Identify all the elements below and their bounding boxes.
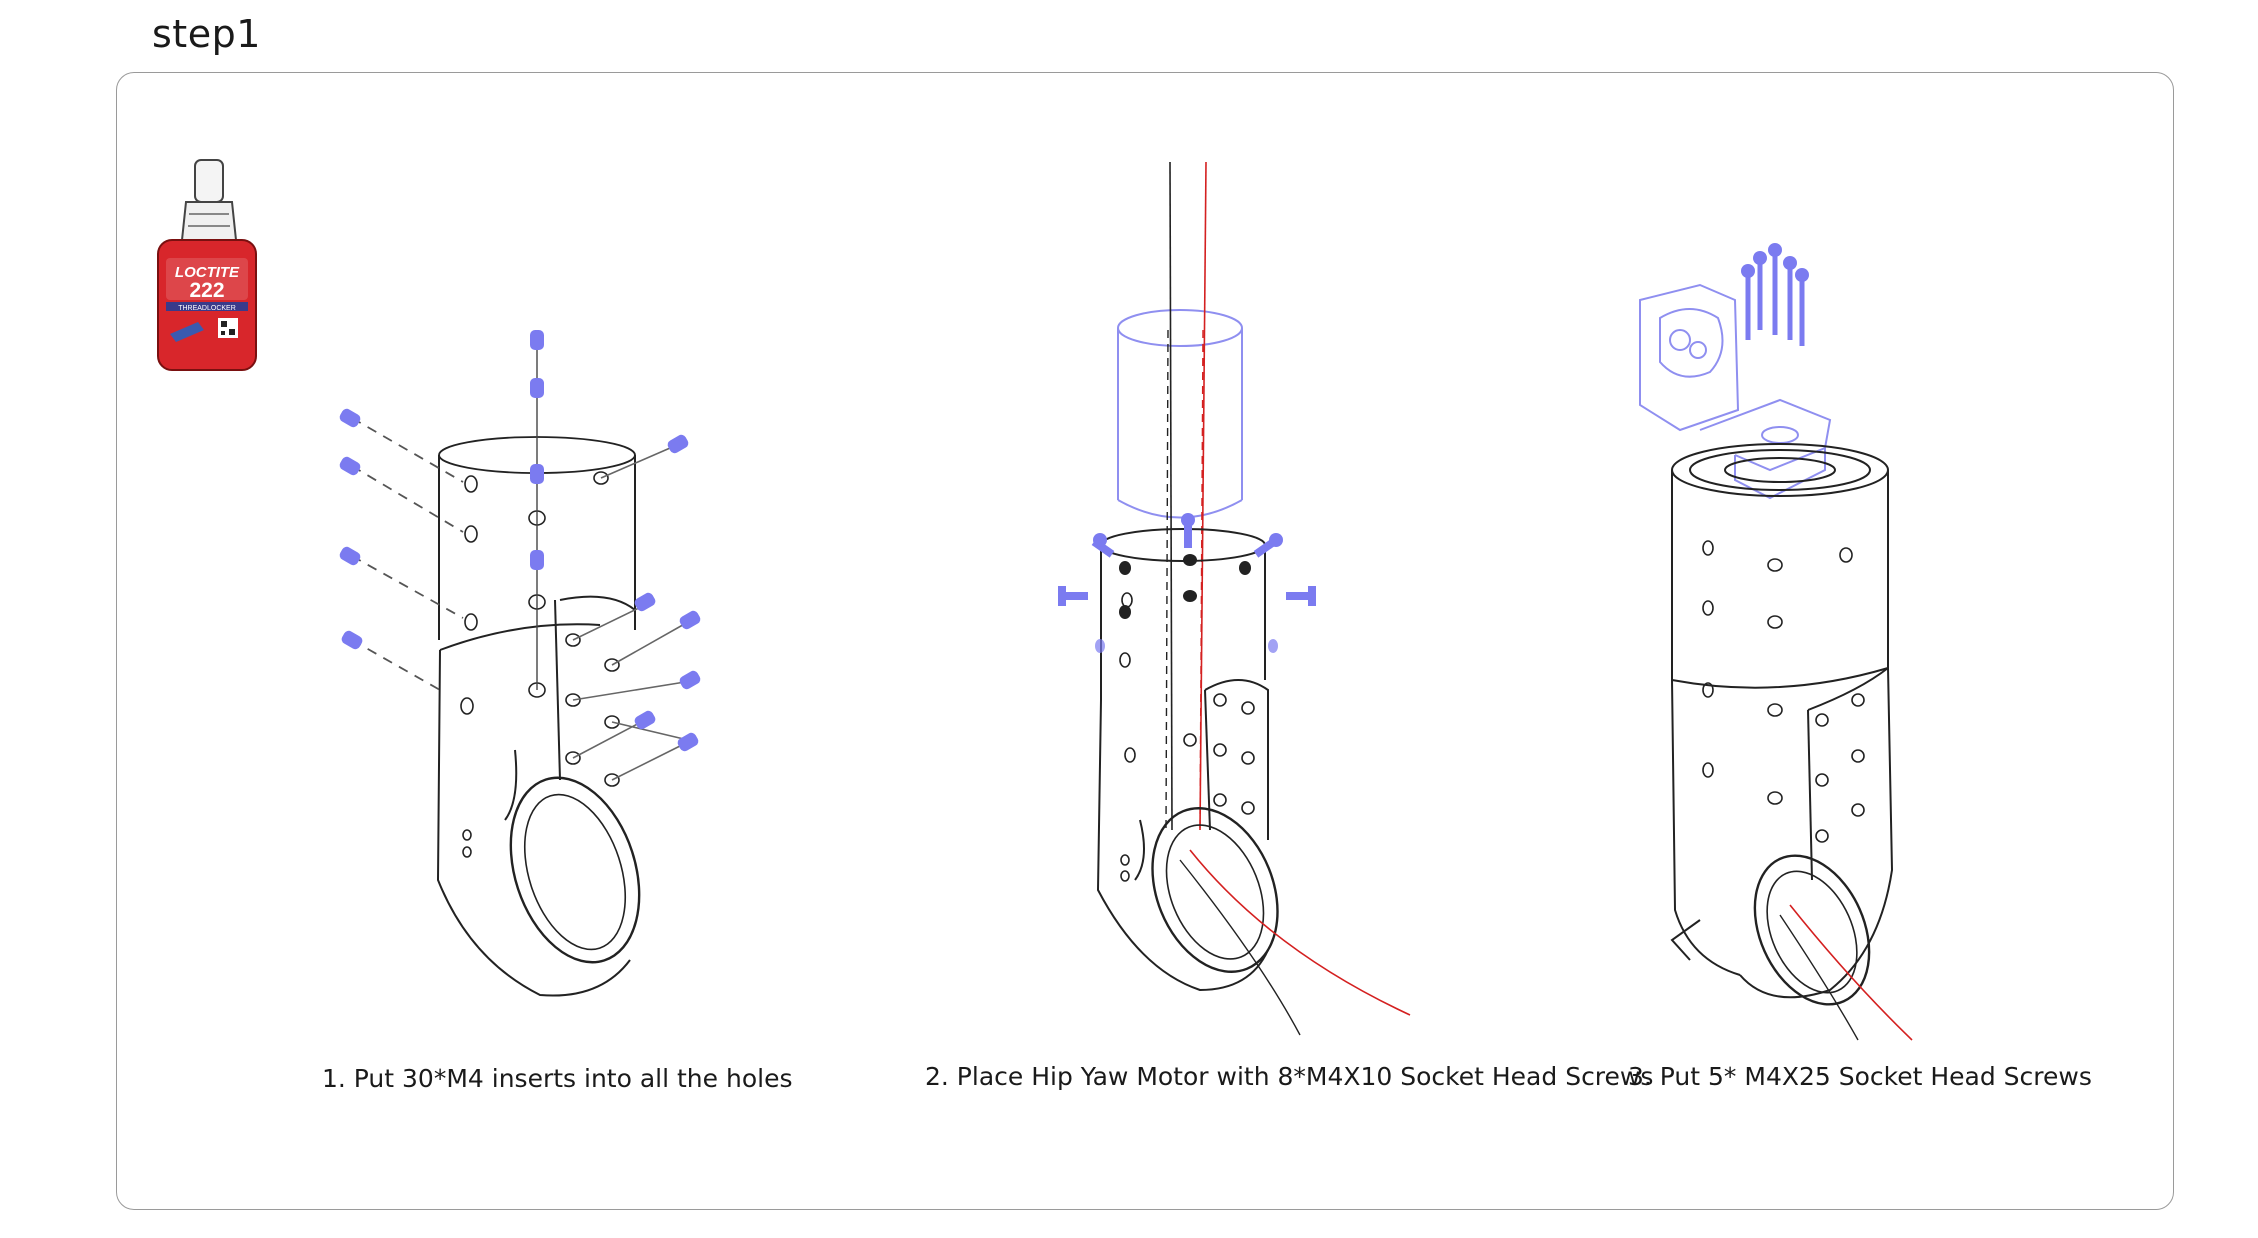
figure-2-screws — [1058, 513, 1316, 653]
caption-step-1: 1. Put 30*M4 inserts into all the holes — [322, 1064, 793, 1093]
figure-1-inserts — [351, 340, 689, 997]
figure-1-insert-parts — [337, 330, 703, 754]
loctite-number: 222 — [189, 279, 224, 302]
loctite-222-bottle-icon: LOCTITE 222 THREADLOCKER — [157, 159, 257, 371]
caption-step-2: 2. Place Hip Yaw Motor with 8*M4X10 Sock… — [925, 1062, 1654, 1091]
instruction-panel — [116, 72, 2174, 1210]
loctite-subtitle: THREADLOCKER — [178, 305, 236, 312]
figure-3-assembly — [1639, 283, 1913, 1041]
figure-2-motor — [1096, 161, 1411, 1036]
step-title: step1 — [152, 12, 261, 56]
caption-step-3: 3. Put 5* M4X25 Socket Head Screws — [1628, 1062, 2092, 1091]
figure-3-long-screws — [1741, 243, 1809, 346]
loctite-brand: LOCTITE — [175, 264, 240, 281]
